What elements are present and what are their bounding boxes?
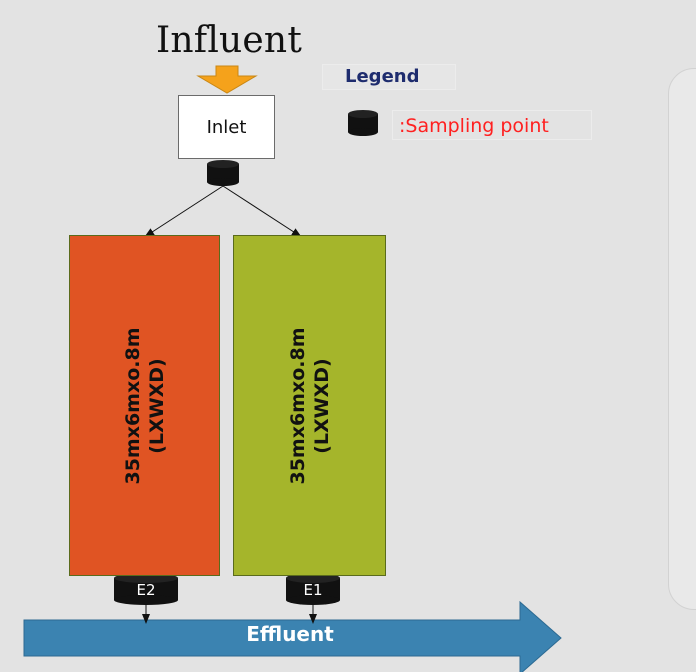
inlet-sampling-point-icon (207, 160, 239, 186)
arrow-to-pond-2 (144, 185, 224, 238)
legend-item-text: :Sampling point (392, 110, 592, 140)
influent-arrow-icon (196, 65, 258, 94)
inlet-label: Inlet (206, 116, 247, 138)
pond-left-dimension-key: (LXWXD) (145, 357, 168, 454)
sampling-point-e1: E1 (286, 573, 340, 605)
sampling-point-e1-label: E1 (303, 581, 322, 599)
pond-right-label: 35mx6mxo.8m (LXWXD) (286, 327, 334, 484)
legend-title: Legend (322, 64, 456, 90)
effluent-label: Effluent (246, 622, 334, 646)
pond-right-dimensions: 35mx6mxo.8m (286, 326, 309, 485)
legend-sampling-point-icon (348, 110, 378, 136)
pond-left: 35mx6mxo.8m (LXWXD) (69, 235, 220, 576)
side-panel (668, 68, 696, 610)
pond-right-dimension-key: (LXWXD) (310, 357, 333, 454)
pond-left-dimensions: 35mx6mxo.8m (121, 326, 144, 485)
arrow-to-pond-1 (222, 185, 302, 238)
pond-left-label: 35mx6mxo.8m (LXWXD) (121, 327, 169, 484)
inlet-box: Inlet (178, 95, 275, 159)
sampling-point-e2-label: E2 (136, 581, 155, 599)
effluent-arrow-icon (23, 600, 562, 672)
influent-title: Influent (156, 20, 302, 61)
pond-right: 35mx6mxo.8m (LXWXD) (233, 235, 386, 576)
sampling-point-e2: E2 (114, 573, 178, 605)
